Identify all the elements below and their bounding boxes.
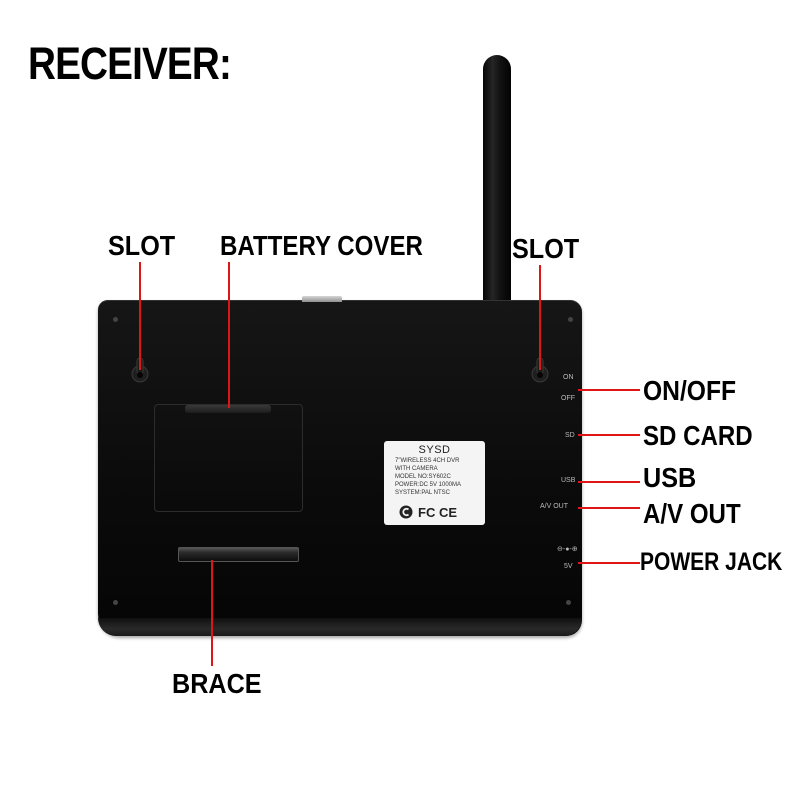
screw-bottom-right xyxy=(566,600,571,605)
certification-mark-icon xyxy=(399,505,413,519)
label-brand: SYSD xyxy=(418,444,451,456)
callout-sd-card: SD CARD xyxy=(643,420,753,451)
certification-marks: FC CE xyxy=(418,505,457,520)
label-line: POWER:DC 5V 1000MA xyxy=(395,482,462,488)
label-line: SYSTEM:PAL NTSC xyxy=(395,490,451,496)
screw-top-right xyxy=(568,317,573,322)
diagram-title: RECEIVER: xyxy=(28,38,232,89)
keyhole-slot-icon xyxy=(531,357,549,383)
callout-on-off: ON/OFF xyxy=(643,375,737,406)
callout-line-sd-card xyxy=(578,434,640,436)
callout-slot-right: SLOT xyxy=(512,233,580,264)
port-label-off: OFF xyxy=(561,395,575,402)
port-label-voltage: 5V xyxy=(564,563,573,570)
callout-battery-cover: BATTERY COVER xyxy=(220,230,423,261)
callout-line-battery-cover xyxy=(228,262,230,408)
callout-brace: BRACE xyxy=(172,668,262,699)
callout-line-brace xyxy=(211,560,213,666)
port-label-on: ON xyxy=(563,374,574,381)
battery-cover-latch xyxy=(185,405,271,413)
port-label-av-out: A/V OUT xyxy=(540,503,569,510)
port-label-usb: USB xyxy=(561,477,576,484)
keyhole-slot-icon xyxy=(131,357,149,383)
receiver-bottom-bevel xyxy=(98,618,582,636)
label-line: MODEL NO:SY602C xyxy=(395,474,451,480)
callout-slot-left: SLOT xyxy=(108,230,176,261)
callout-line-power-jack xyxy=(578,562,640,564)
callout-line-av-out xyxy=(578,507,640,509)
callout-line-usb xyxy=(578,481,640,483)
callout-line-slot-left xyxy=(139,262,141,370)
label-line: WITH CAMERA xyxy=(395,466,438,472)
top-edge-tab xyxy=(302,296,342,302)
product-label-sticker: SYSD 7"WIRELESS 4CH DVR WITH CAMERA MODE… xyxy=(384,441,485,525)
battery-cover xyxy=(154,404,303,512)
screw-top-left xyxy=(113,317,118,322)
brace-stand xyxy=(178,547,299,562)
callout-line-slot-right xyxy=(539,265,541,370)
label-line: 7"WIRELESS 4CH DVR xyxy=(395,458,460,464)
callout-usb: USB xyxy=(643,462,697,493)
screw-bottom-left xyxy=(113,600,118,605)
port-label-sd: SD xyxy=(565,432,575,439)
callout-line-on-off xyxy=(578,389,640,391)
callout-av-out: A/V OUT xyxy=(643,498,741,529)
power-polarity-icon: ⊖-●-⊕ xyxy=(557,546,578,553)
callout-power-jack: POWER JACK xyxy=(640,548,783,576)
